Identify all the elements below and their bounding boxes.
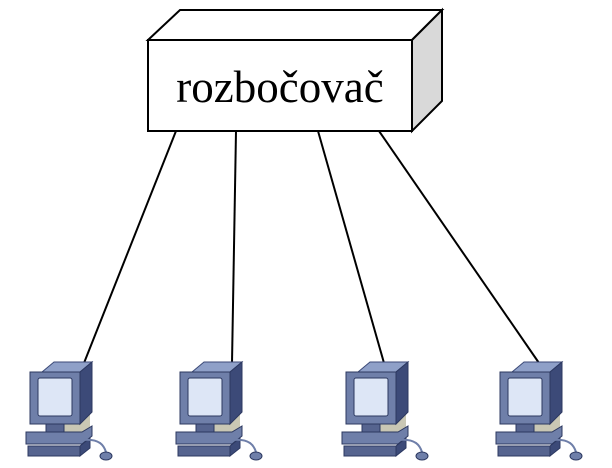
computer-icon — [175, 361, 263, 461]
connection-line-3 — [317, 130, 385, 364]
connection-line-1 — [83, 130, 177, 364]
computer-icon — [25, 361, 113, 461]
computer-4 — [495, 361, 583, 461]
hub-label: rozbočovač — [176, 62, 383, 112]
connection-line-4 — [378, 130, 540, 364]
computer-icon — [495, 361, 583, 461]
hub-box: rozbočovač — [145, 7, 445, 134]
computer-3 — [341, 361, 429, 461]
connection-line-2 — [231, 130, 237, 364]
computer-2 — [175, 361, 263, 461]
computer-1 — [25, 361, 113, 461]
computer-icon — [341, 361, 429, 461]
